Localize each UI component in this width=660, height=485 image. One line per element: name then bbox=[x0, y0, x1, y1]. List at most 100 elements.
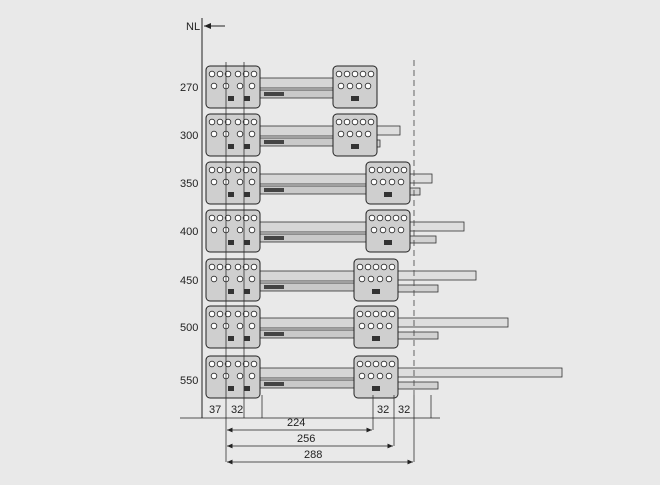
mounting-hole bbox=[210, 178, 218, 186]
mounting-hole bbox=[224, 118, 232, 126]
mounting-hole bbox=[224, 360, 232, 368]
clip-detail bbox=[351, 144, 359, 149]
mounting-hole bbox=[388, 360, 396, 368]
mounting-hole bbox=[248, 130, 256, 138]
dim-224: 224 bbox=[287, 417, 305, 429]
logo-mark bbox=[264, 92, 284, 96]
mounting-hole bbox=[224, 166, 232, 174]
mounting-hole bbox=[210, 275, 218, 283]
mounting-hole bbox=[355, 130, 363, 138]
mounting-hole bbox=[364, 82, 372, 90]
length-label-400: 400 bbox=[180, 226, 198, 238]
mounting-hole bbox=[372, 263, 380, 271]
mounting-hole bbox=[356, 310, 364, 318]
length-label-450: 450 bbox=[180, 275, 198, 287]
inner-rail bbox=[257, 317, 355, 329]
mounting-hole bbox=[364, 263, 372, 271]
extension-rail bbox=[393, 270, 477, 281]
lower-rail bbox=[393, 284, 439, 293]
mounting-hole bbox=[364, 360, 372, 368]
mounting-hole bbox=[250, 310, 258, 318]
mounting-hole bbox=[372, 360, 380, 368]
mounting-hole bbox=[372, 310, 380, 318]
mounting-hole bbox=[250, 214, 258, 222]
lower-rail bbox=[393, 381, 439, 390]
clip-detail bbox=[244, 289, 250, 294]
slide-row-270 bbox=[205, 65, 378, 109]
mounting-hole bbox=[242, 310, 250, 318]
clip-detail bbox=[244, 144, 250, 149]
dim-32-a: 32 bbox=[231, 404, 243, 416]
mounting-hole bbox=[368, 214, 376, 222]
clip-detail bbox=[228, 192, 234, 197]
length-label-550: 550 bbox=[180, 375, 198, 387]
mounting-hole bbox=[208, 70, 216, 78]
length-label-500: 500 bbox=[180, 322, 198, 334]
mounting-hole bbox=[216, 166, 224, 174]
mounting-hole bbox=[358, 372, 366, 380]
mounting-hole bbox=[358, 275, 366, 283]
mounting-hole bbox=[248, 226, 256, 234]
mounting-hole bbox=[234, 360, 242, 368]
clip-detail bbox=[244, 336, 250, 341]
inner-rail bbox=[257, 173, 367, 185]
extension-rail bbox=[393, 317, 509, 328]
clip-detail bbox=[244, 386, 250, 391]
nl-label: NL bbox=[186, 21, 200, 33]
mounting-hole bbox=[250, 166, 258, 174]
mounting-hole bbox=[224, 70, 232, 78]
mounting-hole bbox=[242, 214, 250, 222]
mounting-hole bbox=[236, 226, 244, 234]
extension-rail bbox=[405, 221, 465, 232]
length-label-300: 300 bbox=[180, 130, 198, 142]
mounting-hole bbox=[224, 310, 232, 318]
inner-rail bbox=[257, 367, 355, 379]
mounting-hole bbox=[392, 166, 400, 174]
dim-32-b: 32 bbox=[377, 404, 389, 416]
mounting-hole bbox=[385, 275, 393, 283]
mounting-hole bbox=[384, 214, 392, 222]
slide-rows bbox=[205, 65, 563, 399]
clip-detail bbox=[228, 240, 234, 245]
slide-row-550 bbox=[205, 355, 563, 399]
mounting-hole bbox=[367, 118, 375, 126]
mounting-hole bbox=[250, 118, 258, 126]
mounting-hole bbox=[397, 178, 405, 186]
clip-detail bbox=[228, 144, 234, 149]
length-label-350: 350 bbox=[180, 178, 198, 190]
logo-mark bbox=[264, 382, 284, 386]
rear-bracket bbox=[365, 161, 411, 205]
mounting-hole bbox=[343, 70, 351, 78]
mounting-hole bbox=[359, 70, 367, 78]
mounting-hole bbox=[208, 310, 216, 318]
mounting-hole bbox=[234, 263, 242, 271]
dim-37: 37 bbox=[209, 404, 221, 416]
mounting-hole bbox=[224, 263, 232, 271]
span-dimensions: 224 256 288 bbox=[227, 417, 413, 465]
inner-rail bbox=[257, 270, 355, 282]
logo-mark bbox=[264, 188, 284, 192]
mounting-hole bbox=[234, 166, 242, 174]
mounting-hole bbox=[236, 275, 244, 283]
mounting-hole bbox=[343, 118, 351, 126]
mounting-hole bbox=[236, 372, 244, 380]
mounting-hole bbox=[388, 310, 396, 318]
mounting-hole bbox=[346, 130, 354, 138]
mounting-hole bbox=[216, 70, 224, 78]
slide-row-300 bbox=[205, 113, 401, 157]
inner-rail bbox=[257, 125, 334, 137]
mounting-hole bbox=[356, 360, 364, 368]
clip-detail bbox=[384, 240, 392, 245]
mounting-hole bbox=[210, 82, 218, 90]
mounting-hole bbox=[380, 263, 388, 271]
bottom-dimension-line: 37 32 32 32 bbox=[180, 404, 440, 419]
mounting-hole bbox=[392, 214, 400, 222]
mounting-hole bbox=[242, 166, 250, 174]
mounting-hole bbox=[335, 70, 343, 78]
mounting-hole bbox=[234, 214, 242, 222]
mounting-hole bbox=[376, 166, 384, 174]
mounting-hole bbox=[367, 275, 375, 283]
mounting-hole bbox=[368, 166, 376, 174]
clip-detail bbox=[244, 192, 250, 197]
